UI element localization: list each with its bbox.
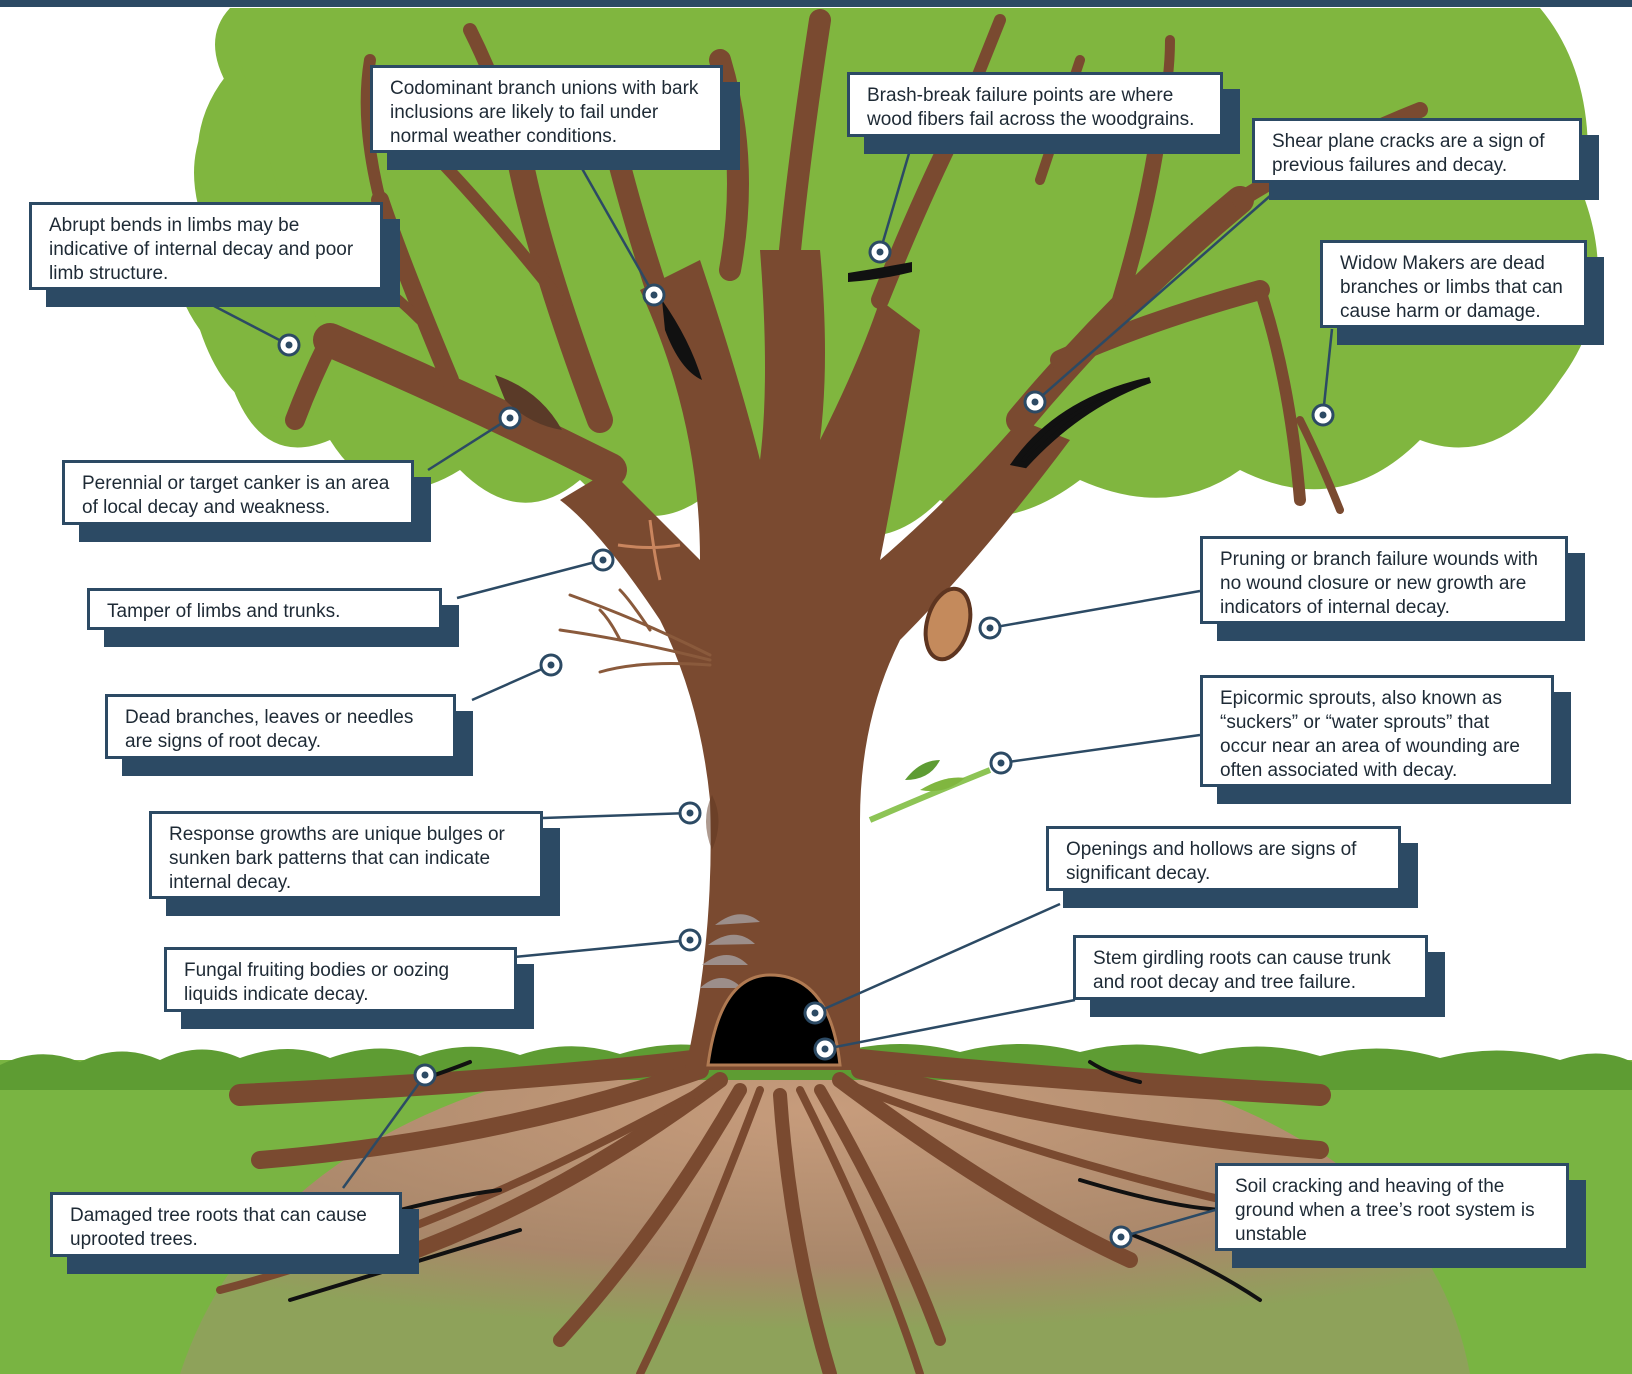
callout-dead-branches: Dead branches, leaves or needles are sig…	[105, 694, 456, 759]
callout-soil-cracking: Soil cracking and heaving of the ground …	[1215, 1163, 1569, 1251]
hollow-opening	[706, 973, 842, 1067]
tamper-scratch	[617, 519, 681, 581]
response-bulge	[706, 795, 719, 850]
brash-break-mark	[848, 262, 912, 282]
callout-shear-plane: Shear plane cracks are a sign of previou…	[1252, 118, 1582, 183]
tree-branches	[285, 9, 1428, 514]
callout-abrupt-bends: Abrupt bends in limbs may be indicative …	[29, 202, 383, 290]
callout-widow-makers: Widow Makers are dead branches or limbs …	[1320, 240, 1587, 328]
epicormic-sprout	[868, 760, 992, 823]
callout-response-growths: Response growths are unique bulges or su…	[149, 811, 543, 899]
leader-lines	[213, 149, 1334, 1239]
tree-trunk	[560, 250, 1070, 1070]
callout-damaged-roots: Damaged tree roots that can cause uproot…	[50, 1192, 402, 1257]
top-border-bar	[0, 0, 1632, 7]
callout-openings: Openings and hollows are signs of signif…	[1046, 826, 1401, 891]
callout-codominant: Codominant branch unions with bark inclu…	[370, 65, 723, 153]
callout-brash-break: Brash-break failure points are where woo…	[847, 72, 1223, 137]
fungal-bodies	[700, 914, 760, 988]
tree-roots	[216, 1049, 1444, 1374]
callout-fungal: Fungal fruiting bodies or oozing liquids…	[164, 947, 517, 1012]
bark-inclusion-mark	[662, 300, 702, 380]
pruning-wound	[923, 586, 973, 662]
target-marker-dots	[285, 248, 1327, 1241]
callout-epicormic: Epicormic sprouts, also known as “sucker…	[1200, 675, 1554, 787]
canker-mark	[495, 375, 562, 430]
shear-crack-mark	[1009, 377, 1152, 469]
callout-girdling: Stem girdling roots can cause trunk and …	[1073, 935, 1428, 1000]
callout-tamper: Tamper of limbs and trunks.	[87, 588, 442, 630]
callout-canker: Perennial or target canker is an area of…	[62, 460, 414, 525]
dead-branch	[558, 588, 712, 674]
callout-pruning-wounds: Pruning or branch failure wounds with no…	[1200, 536, 1568, 624]
